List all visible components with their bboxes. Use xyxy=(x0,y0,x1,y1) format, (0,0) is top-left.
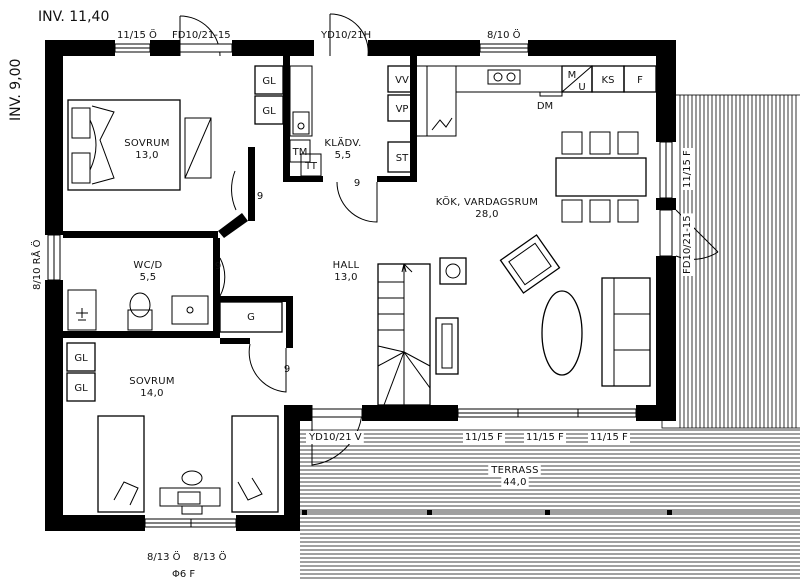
room-area: 28,0 xyxy=(475,209,498,220)
fixture-label: VP xyxy=(396,104,409,115)
room-name: WC/D xyxy=(133,260,162,271)
door-width-label: 9 xyxy=(354,178,360,189)
room-name: HALL xyxy=(333,260,360,271)
door-label: YD10/21H xyxy=(320,30,371,41)
fixture-label: GL xyxy=(262,76,276,87)
interior-walls xyxy=(63,56,417,348)
lower-bedroom-furniture xyxy=(97,415,279,515)
room-area: 14,0 xyxy=(140,388,163,399)
fixture-label: DM xyxy=(537,101,553,112)
terrace-decking-bottom xyxy=(300,429,800,579)
fixture-label: GL xyxy=(74,353,88,364)
fixture-label: GL xyxy=(262,106,276,117)
chimney-label: Φ6 F xyxy=(172,569,195,580)
room-area: 44,0 xyxy=(503,477,526,488)
room-area: 5,5 xyxy=(335,150,352,161)
width-dimension-label: INV. 11,40 xyxy=(38,9,109,25)
window-label: 11/15 F xyxy=(465,432,503,443)
door-label: YD10/21 V xyxy=(308,432,362,443)
kitchen-fixtures xyxy=(417,65,657,137)
staircase xyxy=(377,263,431,406)
window-label: 8/13 Ö xyxy=(147,550,181,563)
terrace-post xyxy=(667,510,672,515)
door-label: FD10/21-15 xyxy=(172,30,231,41)
fixture-label: VV xyxy=(395,75,409,86)
room-name: TERRASS xyxy=(490,465,539,476)
wardrobes xyxy=(66,65,284,402)
window-label: 11/15 F xyxy=(526,432,564,443)
window-label: 11/15 F xyxy=(682,150,693,188)
terrace-post xyxy=(545,510,550,515)
living-furniture xyxy=(435,234,651,387)
terrace-post xyxy=(427,510,432,515)
fixture-label: F xyxy=(637,75,643,86)
window-label: 8/13 Ö xyxy=(193,550,227,563)
door-label: FD10/21-15 xyxy=(682,215,693,274)
room-area: 5,5 xyxy=(140,272,157,283)
terrace-decking-right xyxy=(679,95,797,428)
fixture-label: KS xyxy=(602,75,615,86)
dining-set xyxy=(555,131,647,223)
upper-bedroom-furniture xyxy=(67,99,212,191)
window-label: 8/10 Ö xyxy=(487,28,521,41)
fixture-label: TM xyxy=(292,147,308,158)
terrace-post xyxy=(302,510,307,515)
room-name: SOVRUM xyxy=(129,376,175,387)
exterior-walls xyxy=(45,40,676,531)
door-width-label: 9 xyxy=(257,191,263,202)
window-label: 11/15 Ö xyxy=(117,28,157,41)
fixture-label: TT xyxy=(304,161,318,172)
labels: INV. 11,40 INV. 9,00 11/15 Ö FD10/21-15 … xyxy=(8,9,694,580)
room-name: KÖK, VARDAGSRUM xyxy=(436,195,538,208)
depth-dimension-label: INV. 9,00 xyxy=(8,59,24,121)
window-label: 11/15 F xyxy=(590,432,628,443)
doors xyxy=(179,13,719,466)
door-width-label: 9 xyxy=(284,364,290,375)
room-area: 13,0 xyxy=(334,272,357,283)
fixture-label: ST xyxy=(396,153,409,164)
fixture-label: GL xyxy=(74,383,88,394)
fixture-label: G xyxy=(247,312,255,323)
fixture-label: M xyxy=(568,70,577,81)
windows xyxy=(47,43,673,528)
utility-fixtures xyxy=(289,65,417,177)
room-area: 13,0 xyxy=(135,150,158,161)
door-width-label: 9 xyxy=(215,261,221,272)
wc-fixtures xyxy=(67,289,209,331)
room-name: SOVRUM xyxy=(124,138,170,149)
room-name: KLÄDV. xyxy=(324,136,361,149)
window-label: 8/10 RÅ Ö xyxy=(30,239,43,290)
fixture-label: U xyxy=(578,82,585,93)
